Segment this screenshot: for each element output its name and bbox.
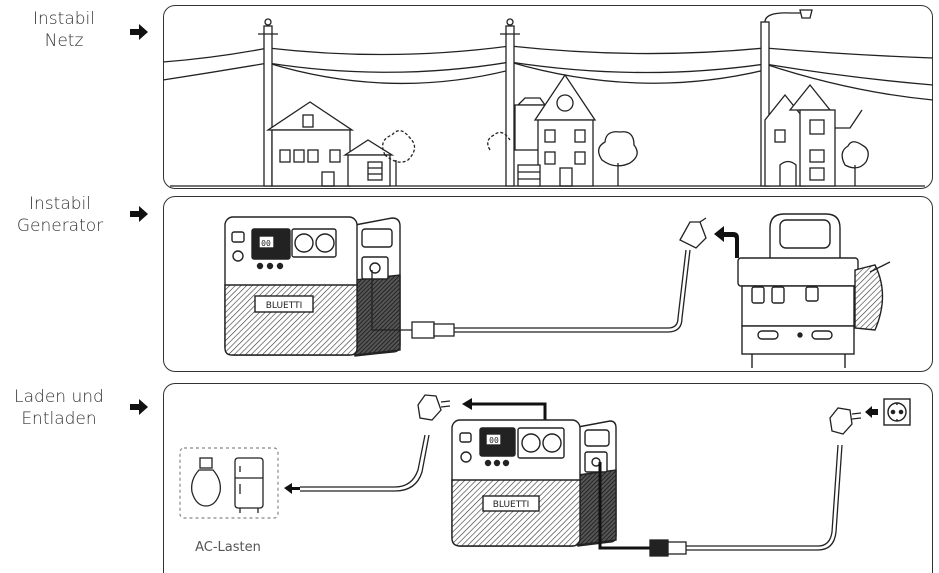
display-readout: 00 <box>261 239 271 248</box>
ac-cable <box>372 218 706 338</box>
display-readout-small: 00 <box>489 436 499 445</box>
brand-label-small: BLUETTI <box>493 500 530 510</box>
wall-socket-icon <box>884 399 910 425</box>
left-arrow-icon <box>284 483 300 494</box>
ac-loads-caption: AC-Lasten <box>195 540 261 555</box>
power-station-large <box>225 217 400 356</box>
light-bulb-icon <box>192 458 221 506</box>
brand-label: BLUETTI <box>266 301 303 311</box>
output-cable <box>300 395 450 491</box>
generator-illustration <box>738 214 890 368</box>
row-arrow-icon <box>130 24 148 415</box>
curved-arrow-icon <box>714 226 739 258</box>
right-arrow-icon <box>865 406 878 418</box>
grid-scene <box>163 10 933 186</box>
power-station-small <box>452 420 616 546</box>
input-cable <box>600 408 861 556</box>
fridge-icon <box>235 458 263 513</box>
